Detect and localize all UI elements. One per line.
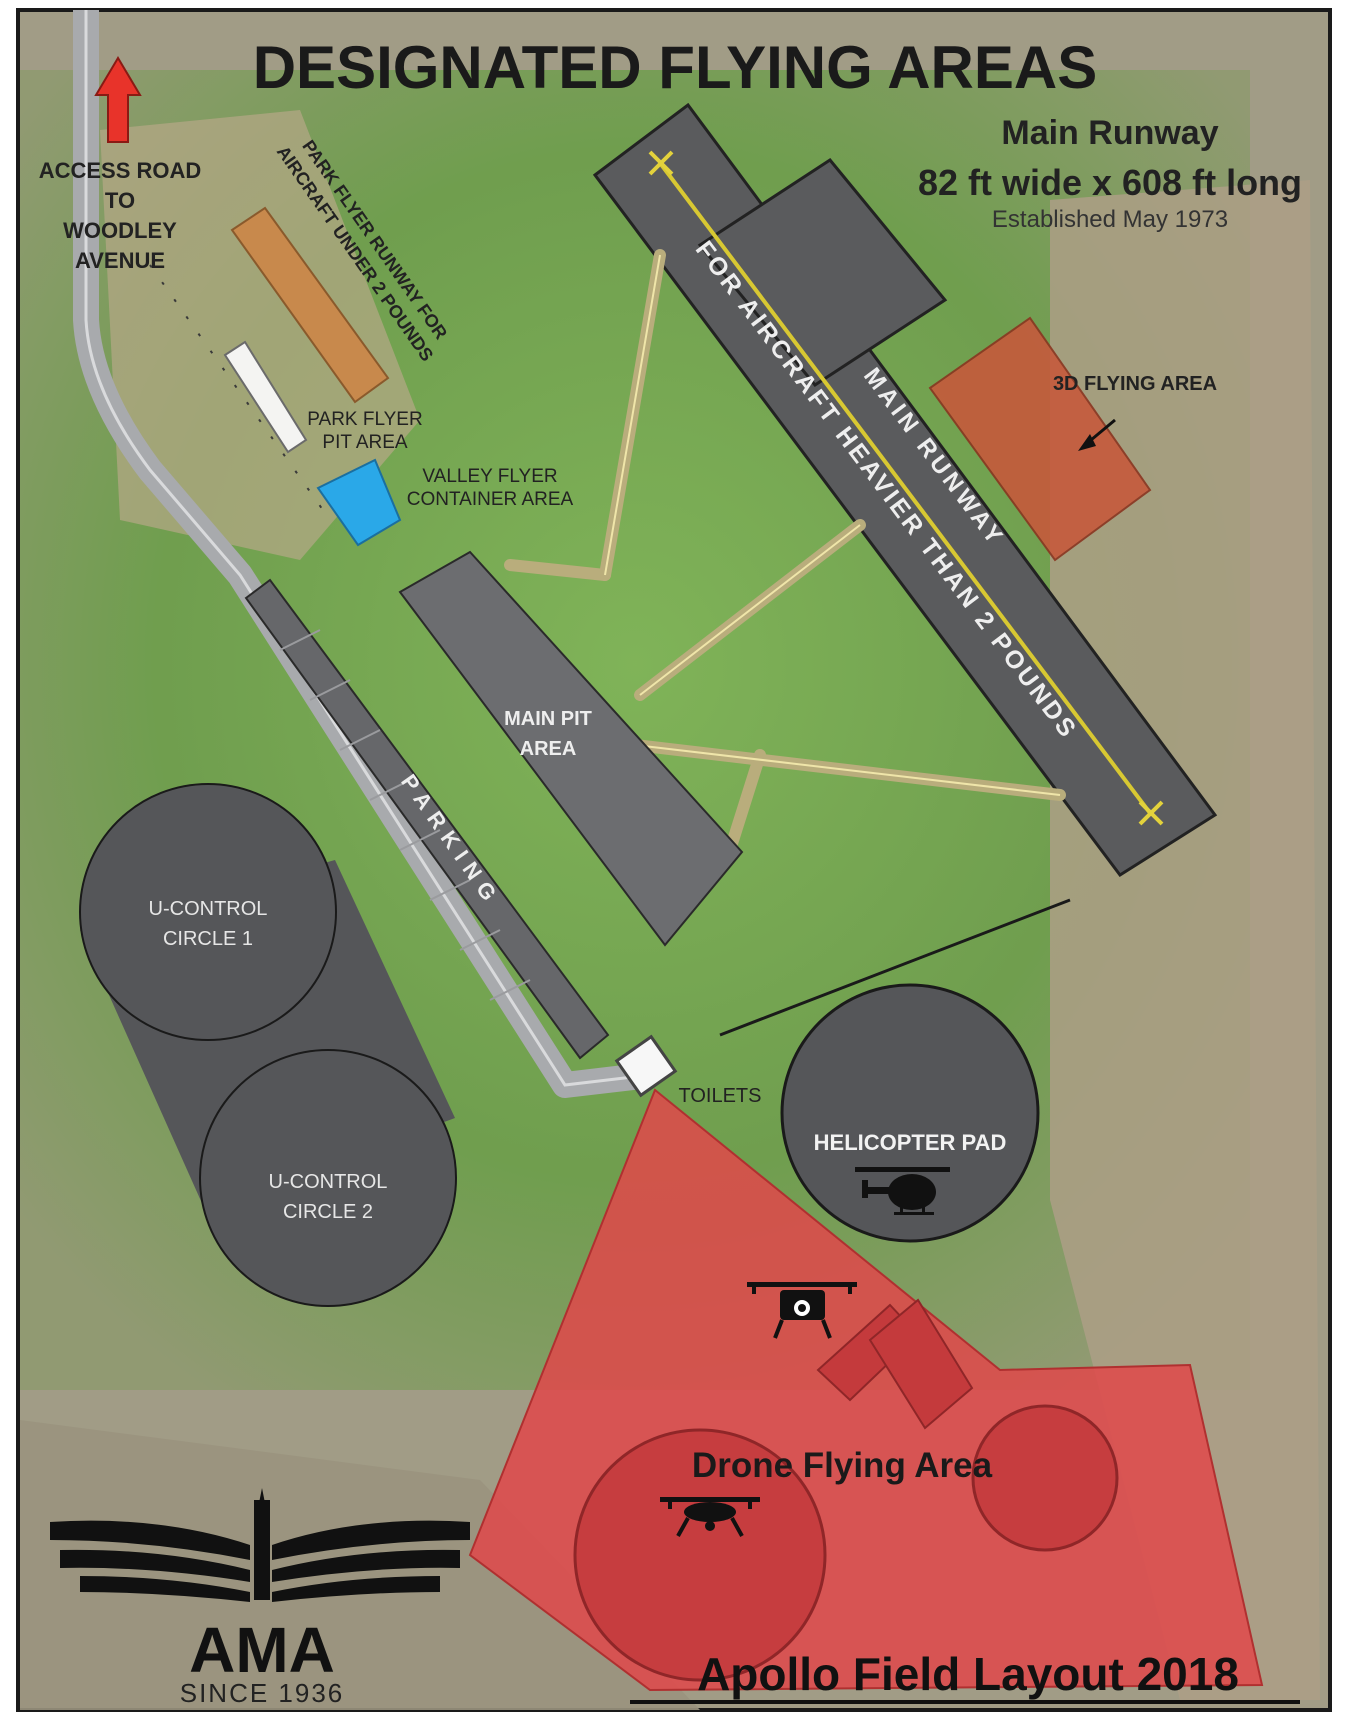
park-flyer-pit-area [223, 340, 308, 454]
main-pit-area [398, 550, 744, 947]
u-control-2-label-2: CIRCLE 2 [283, 1201, 373, 1223]
runway-info-dimensions: 82 ft wide x 608 ft long [918, 162, 1302, 203]
park-flyer-pit-label-2: PIT AREA [322, 432, 408, 453]
u-control-2-label-1: U-CONTROL [269, 1171, 388, 1193]
dirt-patch-left [100, 110, 420, 560]
access-road-label-1: ACCESS ROAD [39, 158, 202, 183]
layout-title: Apollo Field Layout 2018 [697, 1648, 1239, 1700]
3d-flying-area [928, 316, 1152, 562]
helicopter-pad [780, 983, 1040, 1243]
runway-info-established: Established May 1973 [992, 206, 1228, 233]
ama-since-text: SINCE 1936 [180, 1678, 345, 1708]
drone-circle-small [971, 1404, 1119, 1552]
u-control-circle-1 [79, 783, 337, 1041]
drone-circle-large [573, 1428, 827, 1682]
3d-flying-area-label: 3D FLYING AREA [1053, 373, 1217, 395]
drone-area-label: Drone Flying Area [692, 1446, 993, 1485]
valley-flyer-container-area [316, 458, 402, 547]
u-control-1-label-2: CIRCLE 1 [163, 928, 253, 950]
runway-extension [697, 158, 948, 387]
3d-area-arrow-icon [1078, 418, 1116, 451]
toilets-building [614, 1034, 678, 1098]
runway-end-marker-bottom [1138, 800, 1164, 826]
main-pit-label-1: MAIN PIT [504, 708, 592, 730]
park-flyer-pit-label-1: PARK FLYER [307, 409, 422, 430]
access-road-label-4: AVENUE [75, 248, 165, 273]
toilets-label: TOILETS [679, 1085, 762, 1107]
valley-flyer-label-1: VALLEY FLYER [422, 466, 557, 487]
access-road-label-3: WOODLEY [63, 218, 177, 243]
park-flyer-runway [230, 206, 390, 404]
u-control-1-label-1: U-CONTROL [149, 898, 268, 920]
dirt-patch-right [1050, 180, 1320, 1700]
parking-area [244, 578, 610, 1060]
main-pit-label-2: AREA [520, 738, 577, 760]
u-control-circle-2 [199, 1049, 457, 1307]
drone-icon [660, 1497, 760, 1537]
valley-flyer-label-2: CONTAINER AREA [407, 489, 574, 510]
map-title: DESIGNATED FLYING AREAS [253, 34, 1098, 101]
drone-runway-t [816, 1298, 974, 1430]
ama-logo-icon [50, 1488, 470, 1602]
helicopter-icon [855, 1167, 950, 1215]
helicopter-pad-label: HELICOPTER PAD [814, 1130, 1007, 1155]
runway-end-marker-top [648, 150, 674, 176]
north-arrow-icon [94, 56, 142, 143]
camera-drone-icon [747, 1282, 857, 1339]
access-road-label-2: TO [105, 188, 135, 213]
ama-logo-text: AMA [189, 1614, 335, 1686]
runway-centerline [658, 161, 1152, 815]
runway-info-heading: Main Runway [1001, 114, 1218, 152]
